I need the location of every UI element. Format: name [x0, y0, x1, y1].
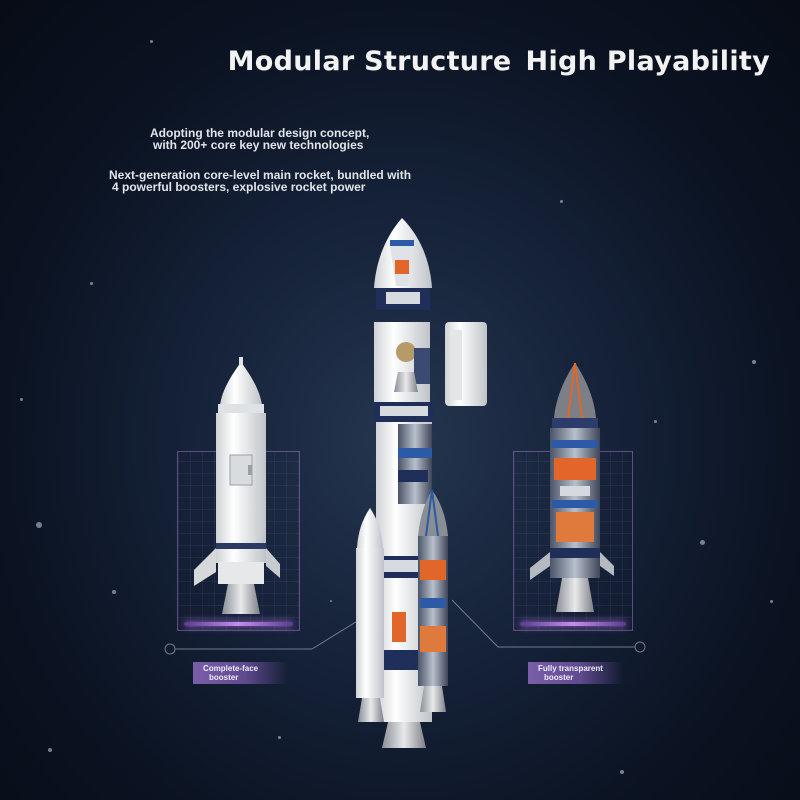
feature-line: Next-generation core-level main rocket, … — [109, 168, 412, 182]
main-engine-nozzle — [382, 722, 426, 748]
star — [48, 748, 52, 752]
callout-line: Complete-face — [203, 664, 259, 673]
star — [620, 770, 624, 774]
star — [560, 200, 563, 203]
title-modular-structure: Modular Structure — [227, 46, 512, 77]
feature-main-rocket: Next-generation core-level main rocket, … — [109, 169, 411, 193]
feature-line: Adopting the modular design concept, — [150, 126, 370, 140]
callout-fully-transparent-booster: Fully transparent booster — [528, 662, 623, 684]
callout-line: booster — [544, 673, 574, 682]
title-high-playability: High Playability — [525, 46, 770, 77]
callout-complete-face-booster: Complete-face booster — [193, 662, 288, 684]
frame-glow-bar — [184, 622, 293, 626]
payload-fairing-half — [445, 322, 487, 406]
main-rocket-nose-module — [374, 218, 432, 310]
frame-glow-bar — [520, 622, 626, 626]
star — [20, 398, 23, 401]
feature-modular-design: Adopting the modular design concept, wit… — [150, 127, 369, 151]
star — [36, 522, 42, 528]
main-rocket-right-attached-booster — [418, 489, 448, 712]
callout-connector-left — [164, 611, 373, 655]
fully-transparent-booster — [530, 362, 614, 612]
page-title: Modular Structure High Playability — [0, 46, 770, 77]
star — [330, 600, 332, 602]
callout-line: booster — [209, 673, 239, 682]
star — [278, 736, 281, 739]
feature-line: 4 powerful boosters, explosive rocket po… — [112, 180, 366, 194]
star — [770, 600, 773, 603]
star — [150, 40, 153, 43]
main-rocket-left-attached-booster — [356, 508, 384, 722]
star — [112, 590, 116, 594]
star — [752, 360, 756, 364]
star — [654, 420, 657, 423]
complete-face-booster — [194, 357, 280, 614]
main-rocket-upper-stage — [374, 322, 434, 422]
callout-line: Fully transparent — [538, 664, 603, 673]
star — [90, 282, 93, 285]
feature-line: with 200+ core key new technologies — [153, 138, 364, 152]
callout-connector-right — [451, 599, 646, 653]
star — [700, 540, 705, 545]
